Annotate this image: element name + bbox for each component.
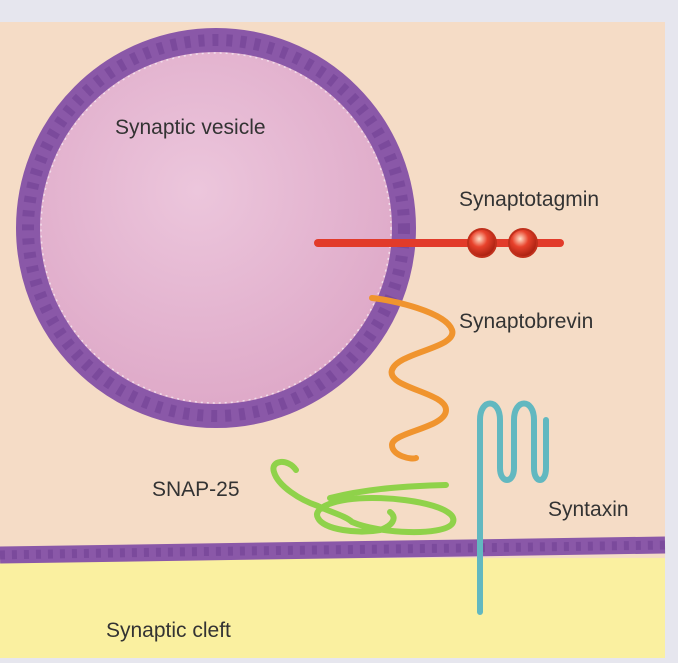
synaptotagmin-c2b-domain — [508, 228, 538, 258]
synaptic-vesicle-lumen — [28, 40, 404, 416]
presynaptic-membrane-texture — [0, 540, 666, 560]
label-snap25: SNAP-25 — [152, 478, 240, 501]
synaptic-cleft-region — [0, 558, 665, 658]
snap25-loop — [270, 459, 457, 536]
synaptobrevin-coil — [369, 295, 456, 462]
vesicle-membrane-texture — [22, 34, 410, 422]
vesicle-inner-edge — [40, 52, 392, 404]
synaptotagmin-c2a-domain — [467, 228, 497, 258]
label-synaptotagmin: Synaptotagmin — [459, 188, 599, 211]
label-syntaxin: Syntaxin — [548, 498, 629, 521]
label-synaptic-cleft: Synaptic cleft — [106, 619, 231, 642]
snap25-helix — [327, 482, 449, 501]
syntaxin-chain — [477, 400, 549, 615]
label-synaptobrevin: Synaptobrevin — [459, 310, 593, 333]
label-synaptic-vesicle: Synaptic vesicle — [115, 116, 266, 139]
